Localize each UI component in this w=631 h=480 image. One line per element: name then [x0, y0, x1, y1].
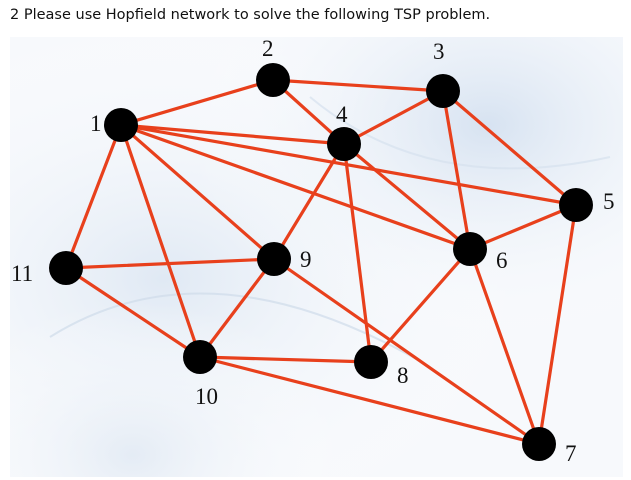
- question-text: 2 Please use Hopfield network to solve t…: [10, 7, 491, 23]
- edge-1-9: [119, 123, 276, 261]
- node-11: [49, 251, 83, 285]
- edge-5-6: [468, 203, 578, 251]
- node-9: [257, 242, 291, 276]
- edge-4-6: [342, 142, 472, 251]
- edge-1-4: [119, 123, 346, 146]
- node-label-11: 11: [11, 261, 33, 286]
- edge-5-7: [537, 203, 578, 446]
- node-10: [183, 340, 217, 374]
- node-label-7: 7: [565, 441, 577, 466]
- edge-10-11: [64, 266, 202, 359]
- edge-6-8: [369, 247, 472, 364]
- node-5: [559, 188, 593, 222]
- edge-6-7: [468, 247, 541, 446]
- node-label-6: 6: [496, 248, 508, 273]
- edge-1-11: [64, 123, 123, 270]
- node-label-9: 9: [300, 247, 312, 272]
- tsp-graph: 1 2 3 4 5 6 7 8 9 10 11: [10, 37, 623, 477]
- edge-9-7: [272, 257, 541, 446]
- edge-1-5: [119, 123, 578, 207]
- edge-9-10: [198, 257, 276, 359]
- edge-4-9: [272, 142, 346, 261]
- node-6: [453, 232, 487, 266]
- node-4: [327, 127, 361, 161]
- tsp-graph-figure: 1 2 3 4 5 6 7 8 9 10 11: [10, 37, 623, 477]
- edge-3-4: [342, 89, 445, 146]
- node-labels: 1 2 3 4 5 6 7 8 9 10 11: [11, 37, 615, 466]
- node-7: [522, 427, 556, 461]
- node-label-1: 1: [90, 111, 102, 136]
- node-label-8: 8: [397, 363, 409, 388]
- edge-9-11: [64, 257, 276, 270]
- edge-1-6: [119, 123, 472, 251]
- edge-3-6: [441, 89, 472, 251]
- node-2: [256, 63, 290, 97]
- edge-4-8: [342, 142, 373, 364]
- edge-1-2: [119, 78, 275, 127]
- edge-3-5: [441, 89, 578, 207]
- node-label-10: 10: [195, 384, 218, 409]
- edge-10-7: [198, 355, 541, 446]
- nodes: [49, 63, 593, 461]
- node-label-5: 5: [603, 189, 615, 214]
- node-label-2: 2: [262, 37, 274, 61]
- node-1: [104, 108, 138, 142]
- node-label-3: 3: [433, 39, 445, 64]
- node-3: [426, 74, 460, 108]
- edge-2-3: [271, 78, 445, 93]
- edge-1-10: [119, 123, 202, 359]
- edge-10-8: [198, 355, 373, 364]
- node-8: [354, 345, 388, 379]
- edges: [64, 78, 578, 446]
- background: [10, 37, 623, 477]
- node-label-4: 4: [336, 102, 348, 127]
